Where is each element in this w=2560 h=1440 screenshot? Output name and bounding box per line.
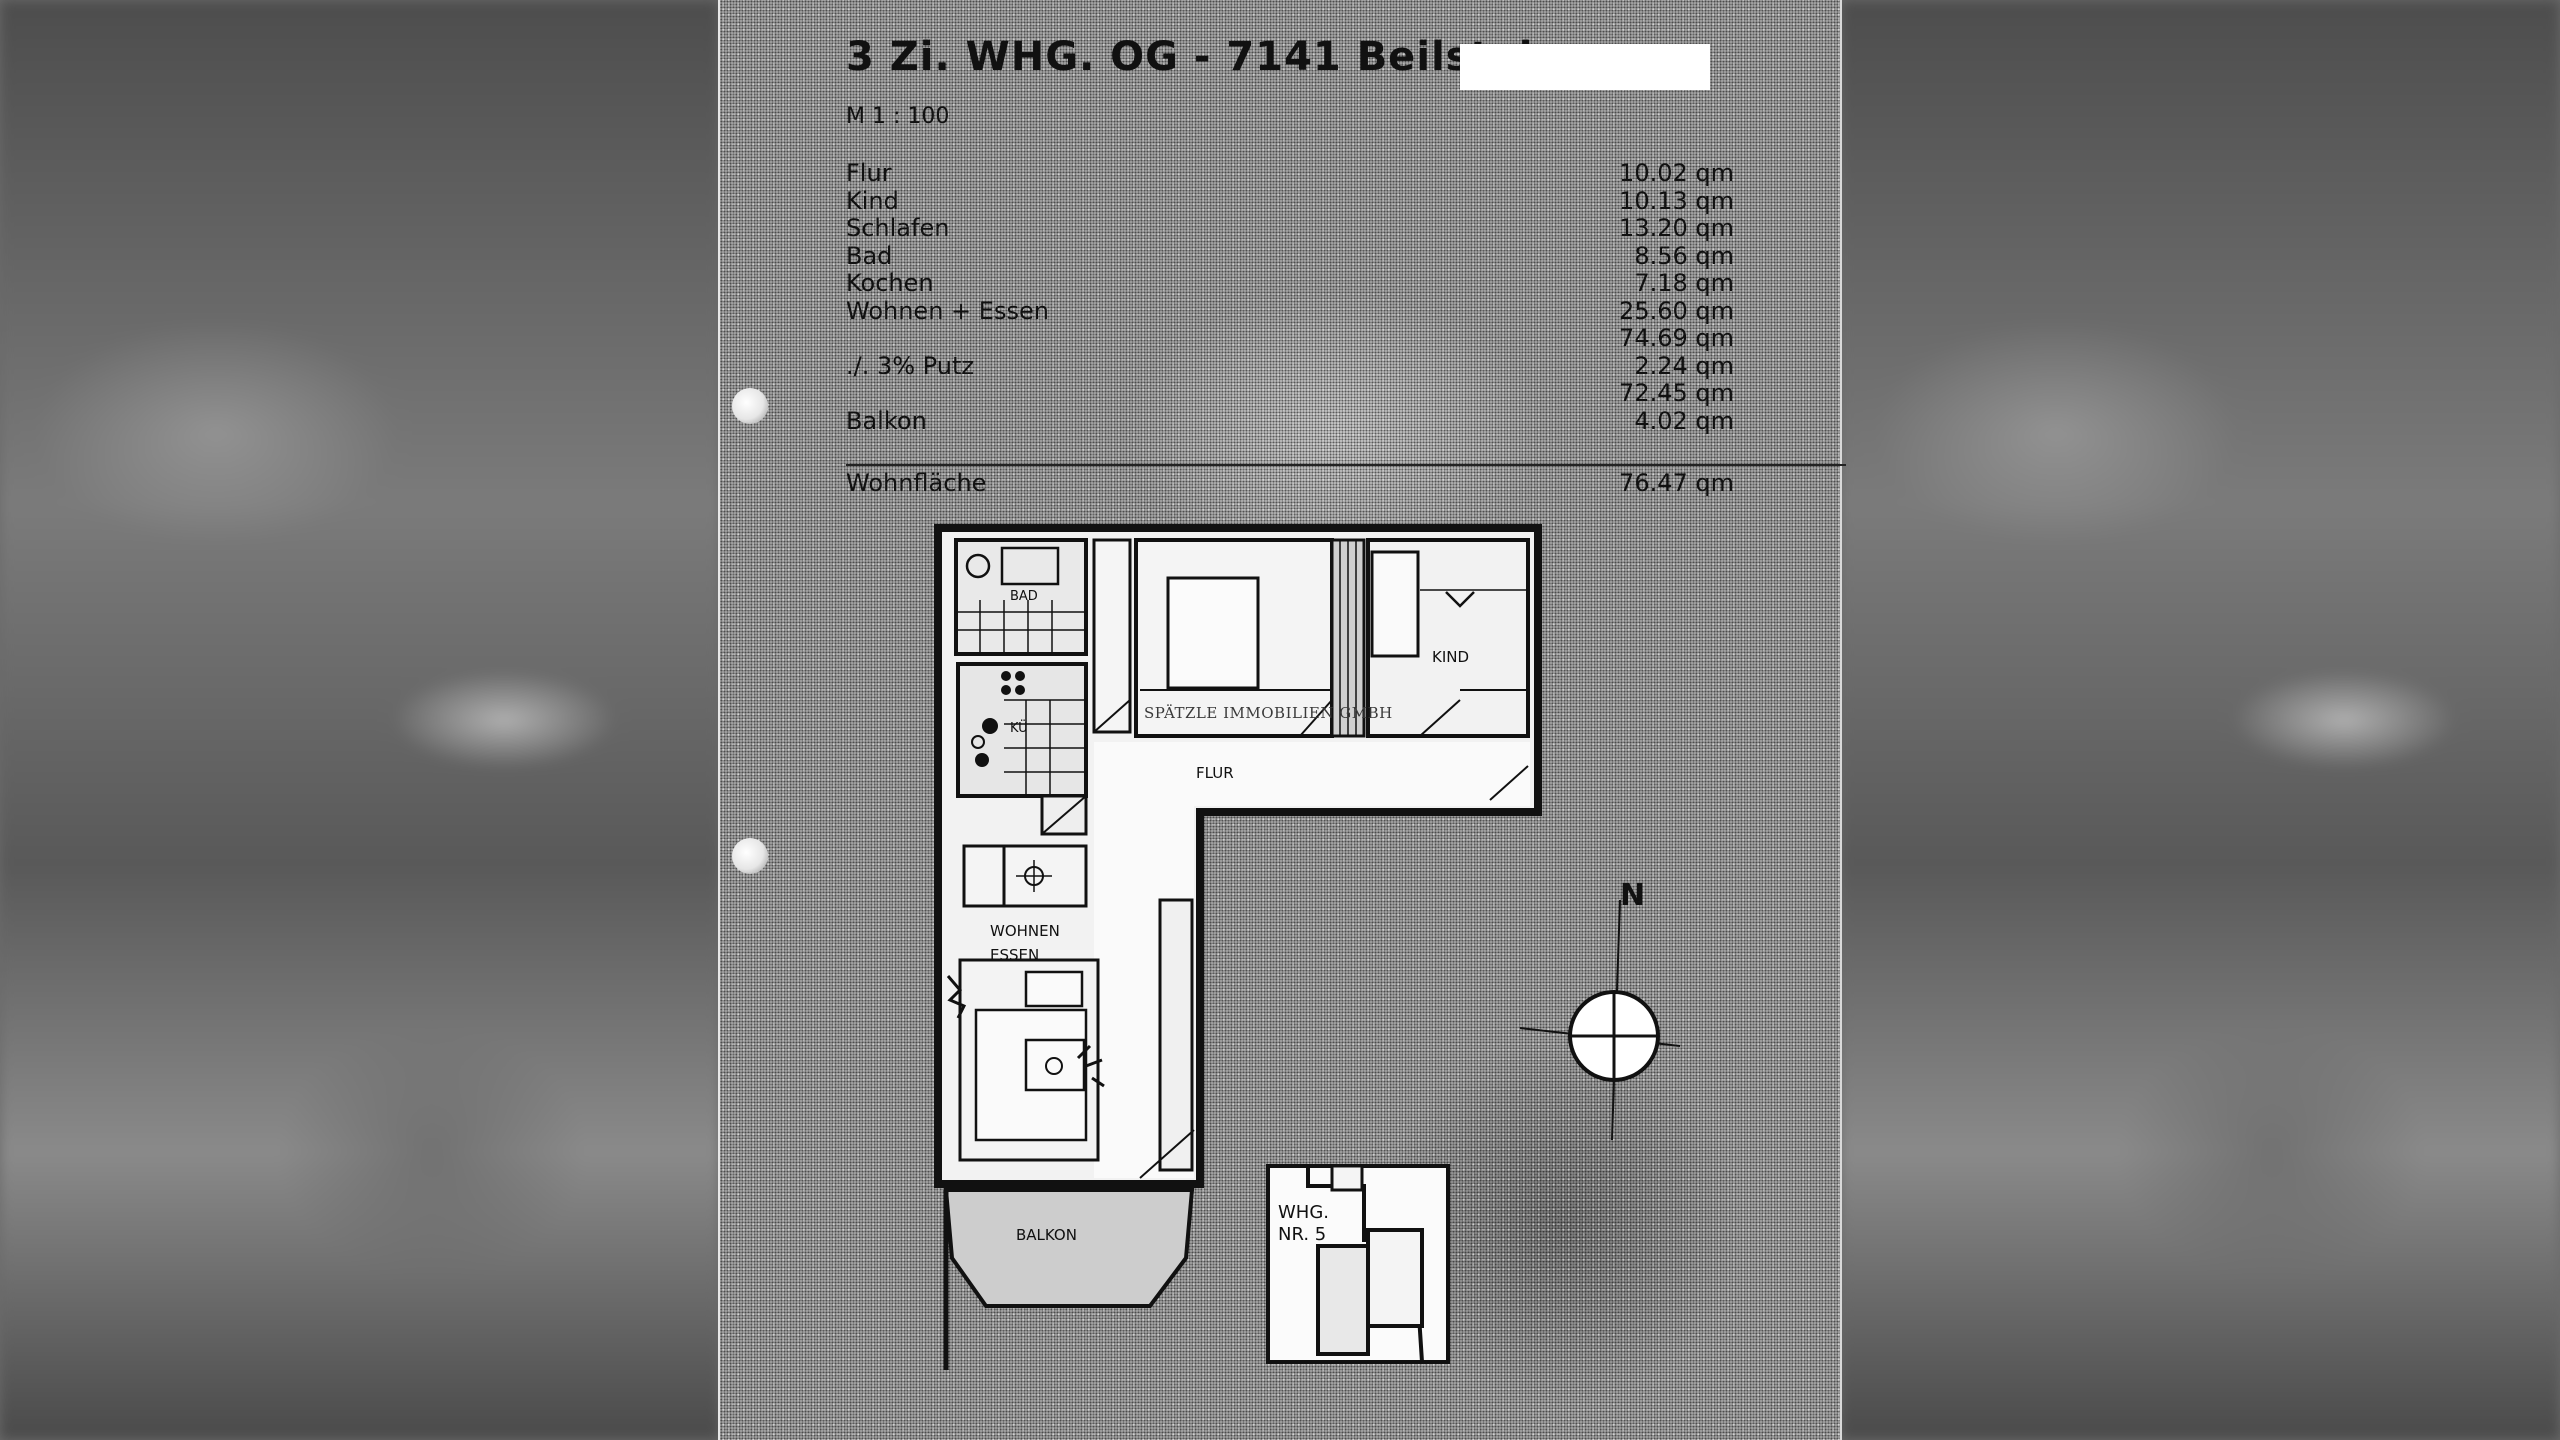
room-area: 8.56 qm xyxy=(1634,241,1734,270)
blurred-background-left xyxy=(0,0,720,1440)
watermark: SPÄTZLE IMMOBILIEN GMBH xyxy=(1144,704,1393,722)
room-area-table: Flur 10.02 qm Kind 10.13 qm Schlafen 13.20 … xyxy=(846,159,1846,436)
room-area: 2.24 qm xyxy=(1634,351,1734,380)
coffee-table xyxy=(1024,1038,1086,1092)
label-balkon: BALKON xyxy=(1016,1226,1077,1244)
subtotal-row: 74.69 qm xyxy=(846,324,1846,353)
room-label: Kind xyxy=(846,186,899,215)
child-bed xyxy=(1370,550,1420,658)
plant-symbol xyxy=(946,975,967,1019)
key-plan-unit xyxy=(1316,1244,1370,1356)
total-row: Wohnfläche 76.47 qm xyxy=(846,469,1846,497)
subtotal-row: 72.45 qm xyxy=(846,379,1846,408)
room-area: 13.20 qm xyxy=(1619,214,1734,242)
punch-hole xyxy=(732,838,768,874)
redaction-box xyxy=(1460,44,1710,90)
room-row: Schlafen 13.20 qm xyxy=(846,214,1846,243)
room-row: Wohnen + Essen 25.60 qm xyxy=(846,296,1846,326)
bed xyxy=(1166,576,1260,690)
room-label: Flur xyxy=(846,159,892,187)
room-label: Schlafen xyxy=(846,214,950,242)
room-label: Kochen xyxy=(846,269,934,297)
label-essen: ESSEN xyxy=(990,946,1039,964)
label-nr: NR. 5 xyxy=(1278,1224,1326,1245)
floor-plan-drawing: BAD KÜ KIND FLUR WOHNEN ESSEN BALKON WHG… xyxy=(934,524,1681,1370)
total-label: Wohnfläche xyxy=(846,469,987,497)
room-area: 74.69 qm xyxy=(1619,324,1734,352)
room-row: Kochen 7.18 qm xyxy=(846,269,1846,298)
room-label: ./. 3% Putz xyxy=(846,351,974,380)
room-row: Kind 10.13 qm xyxy=(846,186,1846,216)
scale-label: M 1 : 100 xyxy=(846,104,950,129)
total-divider xyxy=(846,464,1846,466)
toilet-symbol xyxy=(965,553,991,579)
balcony xyxy=(943,1188,1195,1308)
label-kueche: KÜ xyxy=(1010,719,1028,736)
room-area: 10.13 qm xyxy=(1619,186,1734,215)
room-row: ./. 3% Putz 2.24 qm xyxy=(846,351,1846,381)
room-area: 25.60 qm xyxy=(1619,296,1734,325)
room-row: Bad 8.56 qm xyxy=(846,241,1846,271)
floorplan-sheet: 3 Zi. WHG. OG - 7141 Beilstein, M 1 : 10… xyxy=(718,0,1846,1440)
label-whg: WHG. xyxy=(1278,1202,1329,1223)
room-bath xyxy=(954,538,1088,656)
room-label: Wohnen + Essen xyxy=(846,296,1049,325)
label-kind: KIND xyxy=(1432,648,1469,666)
blurred-background-right xyxy=(1840,0,2560,1440)
room-label: Balkon xyxy=(846,406,927,435)
label-bad: BAD xyxy=(1010,589,1038,604)
compass-north-label: N xyxy=(1620,878,1646,913)
label-wohnen: WOHNEN xyxy=(990,922,1060,940)
room-label: Bad xyxy=(846,241,893,270)
document-title: 3 Zi. WHG. OG - 7141 Beilstein, xyxy=(846,34,1580,80)
room-row: Balkon 4.02 qm xyxy=(846,406,1846,436)
label-flur: FLUR xyxy=(1196,764,1234,782)
room-area: 72.45 qm xyxy=(1619,379,1734,407)
room-area: 10.02 qm xyxy=(1619,159,1734,187)
punch-hole xyxy=(732,388,768,424)
room-area: 4.02 qm xyxy=(1634,406,1734,435)
room-row: Flur 10.02 qm xyxy=(846,159,1846,188)
total-area: 76.47 qm xyxy=(1619,469,1734,497)
room-area: 7.18 qm xyxy=(1634,269,1734,297)
